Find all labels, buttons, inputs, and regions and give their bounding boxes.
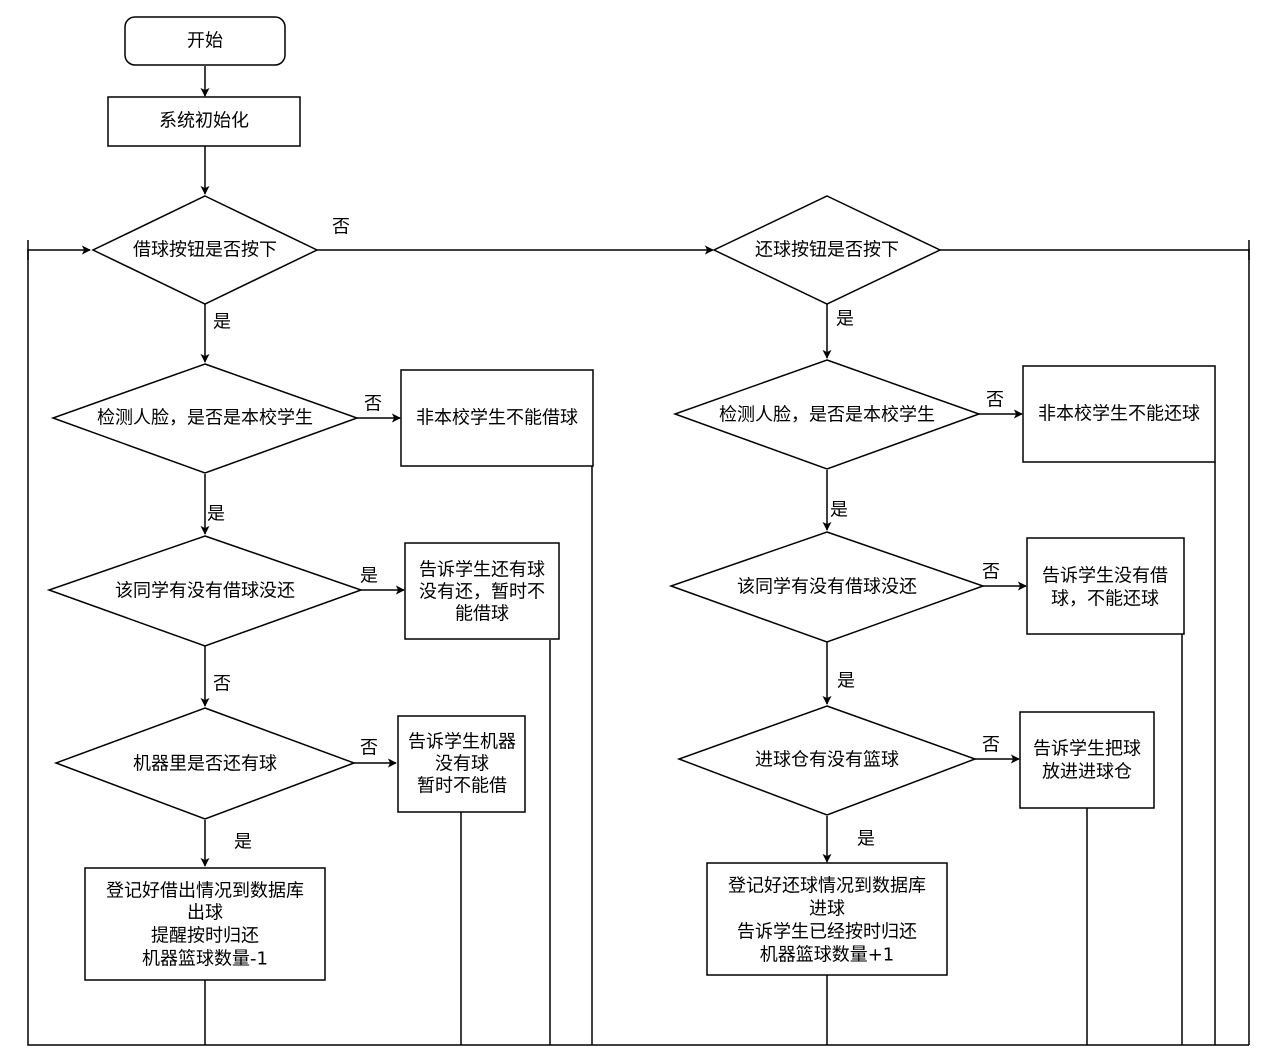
node-no-ball-msg-line1: 告诉学生机器 <box>408 732 516 753</box>
label-borrow-face-no: 否 <box>364 394 382 415</box>
node-borrow-unreturned-label: 该同学有没有借球没还 <box>115 581 295 602</box>
edge-labels: 否 是 否 是 是 否 否 是 是 否 是 否 是 否 是 <box>207 217 1004 853</box>
node-start <box>124 16 286 66</box>
node-return-record-line3: 告诉学生已经按时归还 <box>737 922 917 943</box>
node-no-ball-msg <box>397 715 526 813</box>
node-borrow-button-decision <box>91 195 319 305</box>
node-borrow-unreturned-msg-line1: 告诉学生还有球 <box>419 560 545 581</box>
label-borrow-unreturned-no: 否 <box>213 674 231 695</box>
shapes: 开始 系统初始化 借球按钮是否按下 还球按钮是否按下 检测人脸，是否是本校学生 … <box>46 16 1216 981</box>
node-no-ball-msg-line2: 没有球 <box>435 754 489 775</box>
node-return-not-borrowed-msg-line1: 告诉学生没有借 <box>1042 566 1168 587</box>
node-borrow-not-student <box>400 369 594 467</box>
node-put-ball-msg <box>1019 711 1155 809</box>
label-machine-yes: 是 <box>234 832 252 853</box>
node-return-not-student <box>1022 365 1216 463</box>
node-return-button-decision <box>712 195 942 305</box>
node-return-borrowed-decision <box>668 531 986 643</box>
node-put-ball-msg-line1: 告诉学生把球 <box>1033 739 1141 760</box>
node-return-record <box>706 862 948 976</box>
node-borrow-record-line3: 提醒按时归还 <box>151 926 259 947</box>
node-borrow-unreturned-msg-line2: 没有还，暂时不 <box>419 582 545 603</box>
label-machine-no: 否 <box>360 738 378 759</box>
node-borrow-face-label: 检测人脸，是否是本校学生 <box>97 408 313 429</box>
node-return-record-line4: 机器篮球数量+1 <box>760 945 895 966</box>
node-bin-has-ball-decision <box>676 705 978 816</box>
edge-loop-back <box>27 245 1249 1046</box>
node-bin-has-ball-label: 进球仓有没有篮球 <box>755 750 899 771</box>
node-return-record-line2: 进球 <box>809 899 845 920</box>
label-return-borrowed-no: 否 <box>982 562 1000 583</box>
node-return-face-decision <box>672 359 982 470</box>
node-borrow-record <box>84 867 326 981</box>
label-borrow-button-yes: 是 <box>213 312 231 333</box>
node-return-borrowed-label: 该同学有没有借球没还 <box>737 577 917 598</box>
node-borrow-record-line1: 登记好借出情况到数据库 <box>106 881 304 902</box>
node-start-label: 开始 <box>187 31 223 52</box>
node-no-ball-msg-line3: 暂时不能借 <box>417 776 507 797</box>
node-put-ball-msg-line2: 放进进球仓 <box>1042 762 1132 783</box>
node-return-not-borrowed-msg <box>1026 537 1185 635</box>
node-return-not-borrowed-msg-line2: 球，不能还球 <box>1051 589 1159 610</box>
label-return-face-no: 否 <box>986 390 1004 411</box>
node-borrow-not-student-label: 非本校学生不能借球 <box>416 408 578 429</box>
node-return-record-line1: 登记好还球情况到数据库 <box>728 876 926 897</box>
node-init-label: 系统初始化 <box>159 111 249 132</box>
node-machine-has-ball-label: 机器里是否还有球 <box>133 754 277 775</box>
node-borrow-record-line2: 出球 <box>187 903 223 924</box>
label-borrow-button-no: 否 <box>332 217 350 238</box>
label-return-face-yes: 是 <box>830 500 848 521</box>
node-init <box>107 96 301 147</box>
node-return-face-label: 检测人脸，是否是本校学生 <box>719 405 935 426</box>
node-return-not-student-label: 非本校学生不能还球 <box>1038 404 1200 425</box>
label-return-borrowed-yes: 是 <box>837 671 855 692</box>
node-borrow-unreturned-msg-line3: 能借球 <box>455 604 509 625</box>
label-return-button-yes: 是 <box>836 309 854 330</box>
label-bin-yes: 是 <box>857 829 875 850</box>
node-machine-has-ball-decision <box>53 707 357 820</box>
edges <box>27 66 1250 1046</box>
node-borrow-unreturned-msg <box>404 542 560 640</box>
node-borrow-record-line4: 机器篮球数量-1 <box>142 949 268 970</box>
node-borrow-face-decision <box>50 363 360 474</box>
node-return-button-label: 还球按钮是否按下 <box>755 240 899 261</box>
label-borrow-face-yes: 是 <box>207 504 225 525</box>
label-borrow-unreturned-yes: 是 <box>360 566 378 587</box>
node-borrow-button-label: 借球按钮是否按下 <box>133 240 277 261</box>
node-borrow-unreturned-decision <box>46 535 364 647</box>
label-bin-no: 否 <box>982 735 1000 756</box>
